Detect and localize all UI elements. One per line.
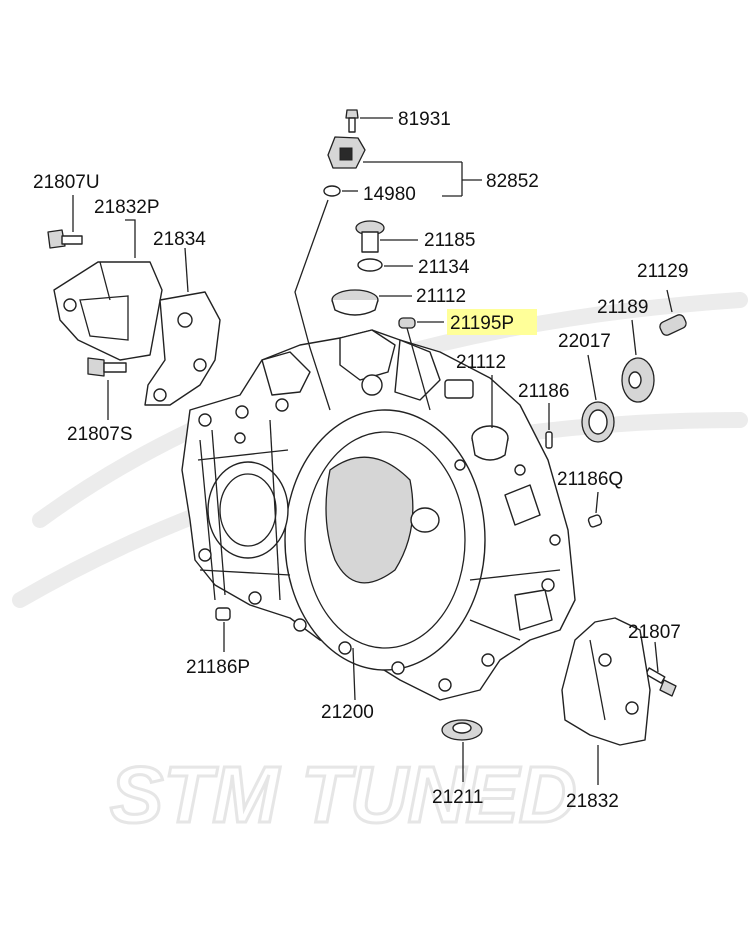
- label-21834[interactable]: 21834: [153, 229, 206, 250]
- label-21134[interactable]: 21134: [418, 257, 470, 278]
- pin-21195P[interactable]: [398, 317, 416, 329]
- pin-21186P[interactable]: [215, 607, 231, 621]
- label-21807S[interactable]: 21807S: [67, 424, 133, 445]
- bolt-21807U[interactable]: [47, 229, 83, 249]
- bracket-21832[interactable]: [561, 617, 651, 746]
- bracket-21834[interactable]: [144, 291, 221, 406]
- bolt-21807S[interactable]: [87, 357, 127, 377]
- label-22017[interactable]: 22017: [558, 331, 611, 352]
- grommet-21211[interactable]: [441, 719, 483, 741]
- highlight-21195P: [447, 309, 537, 335]
- pin-21186Q[interactable]: [587, 514, 603, 528]
- label-21195P[interactable]: 21195P: [450, 313, 514, 334]
- sensor-82852[interactable]: [327, 136, 366, 169]
- label-21185[interactable]: 21185: [424, 230, 475, 251]
- gasket-21134[interactable]: [357, 258, 383, 272]
- part-labels: 81931 82852 14980 21807U 21832P 21834 21…: [33, 109, 688, 812]
- label-14980[interactable]: 14980: [363, 184, 416, 205]
- label-21832[interactable]: 21832: [566, 791, 619, 812]
- label-21832P[interactable]: 21832P: [94, 197, 160, 218]
- cap-21112-top[interactable]: [331, 289, 379, 316]
- transmission-case[interactable]: [181, 329, 576, 701]
- label-21186[interactable]: 21186: [518, 381, 569, 402]
- label-21200[interactable]: 21200: [321, 702, 374, 723]
- label-21186P[interactable]: 21186P: [186, 657, 250, 678]
- flange-21189[interactable]: [621, 357, 655, 403]
- label-21807U[interactable]: 21807U: [33, 172, 100, 193]
- label-21807[interactable]: 21807: [628, 622, 681, 643]
- label-21112-right[interactable]: 21112: [456, 352, 506, 373]
- label-21211[interactable]: 21211: [432, 787, 483, 808]
- pin-21186[interactable]: [545, 431, 553, 449]
- bolt-81931[interactable]: [345, 109, 359, 133]
- watermark-text: STM TUNED: [110, 750, 577, 839]
- label-82852[interactable]: 82852: [486, 171, 539, 192]
- pin-21129[interactable]: [658, 313, 687, 337]
- bolt-21807[interactable]: [645, 667, 677, 697]
- label-81931[interactable]: 81931: [398, 109, 451, 130]
- label-21129[interactable]: 21129: [637, 261, 688, 282]
- label-21112-top[interactable]: 21112: [416, 286, 466, 307]
- bracket-21832P[interactable]: [53, 261, 163, 361]
- label-21186Q[interactable]: 21186Q: [557, 469, 623, 490]
- oring-14980[interactable]: [323, 185, 341, 197]
- seal-22017[interactable]: [581, 401, 615, 443]
- plug-21185[interactable]: [355, 220, 385, 253]
- leader-lines: [72, 117, 673, 785]
- label-21189[interactable]: 21189: [597, 297, 648, 318]
